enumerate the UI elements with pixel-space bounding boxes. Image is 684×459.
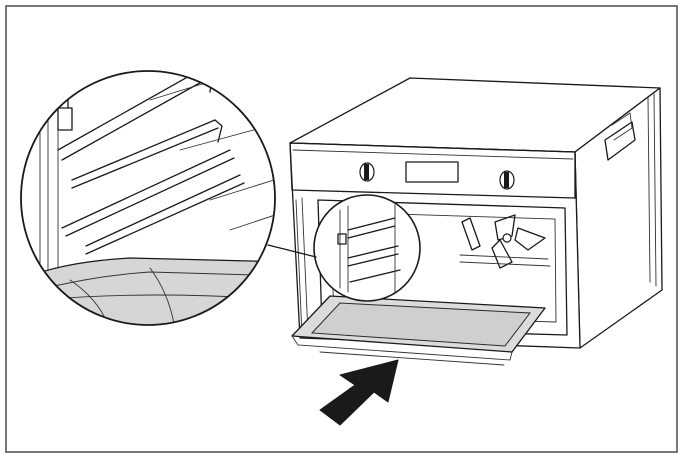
magnifier-small [313, 194, 421, 302]
magnifier-small-ring [313, 194, 421, 302]
magnifier-large-ring [20, 70, 276, 326]
rail-bracket-icon [57, 107, 73, 131]
fan-element-icon [459, 214, 551, 269]
callout-connector [267, 244, 317, 258]
side-vent [604, 121, 636, 161]
oven-cavity [317, 199, 568, 336]
baking-tray [291, 295, 546, 366]
insert-arrow-icon [319, 359, 399, 426]
control-panel [289, 142, 576, 199]
tray-well [310, 302, 531, 347]
display-window [405, 161, 459, 183]
rail-clip-icon [337, 233, 347, 245]
